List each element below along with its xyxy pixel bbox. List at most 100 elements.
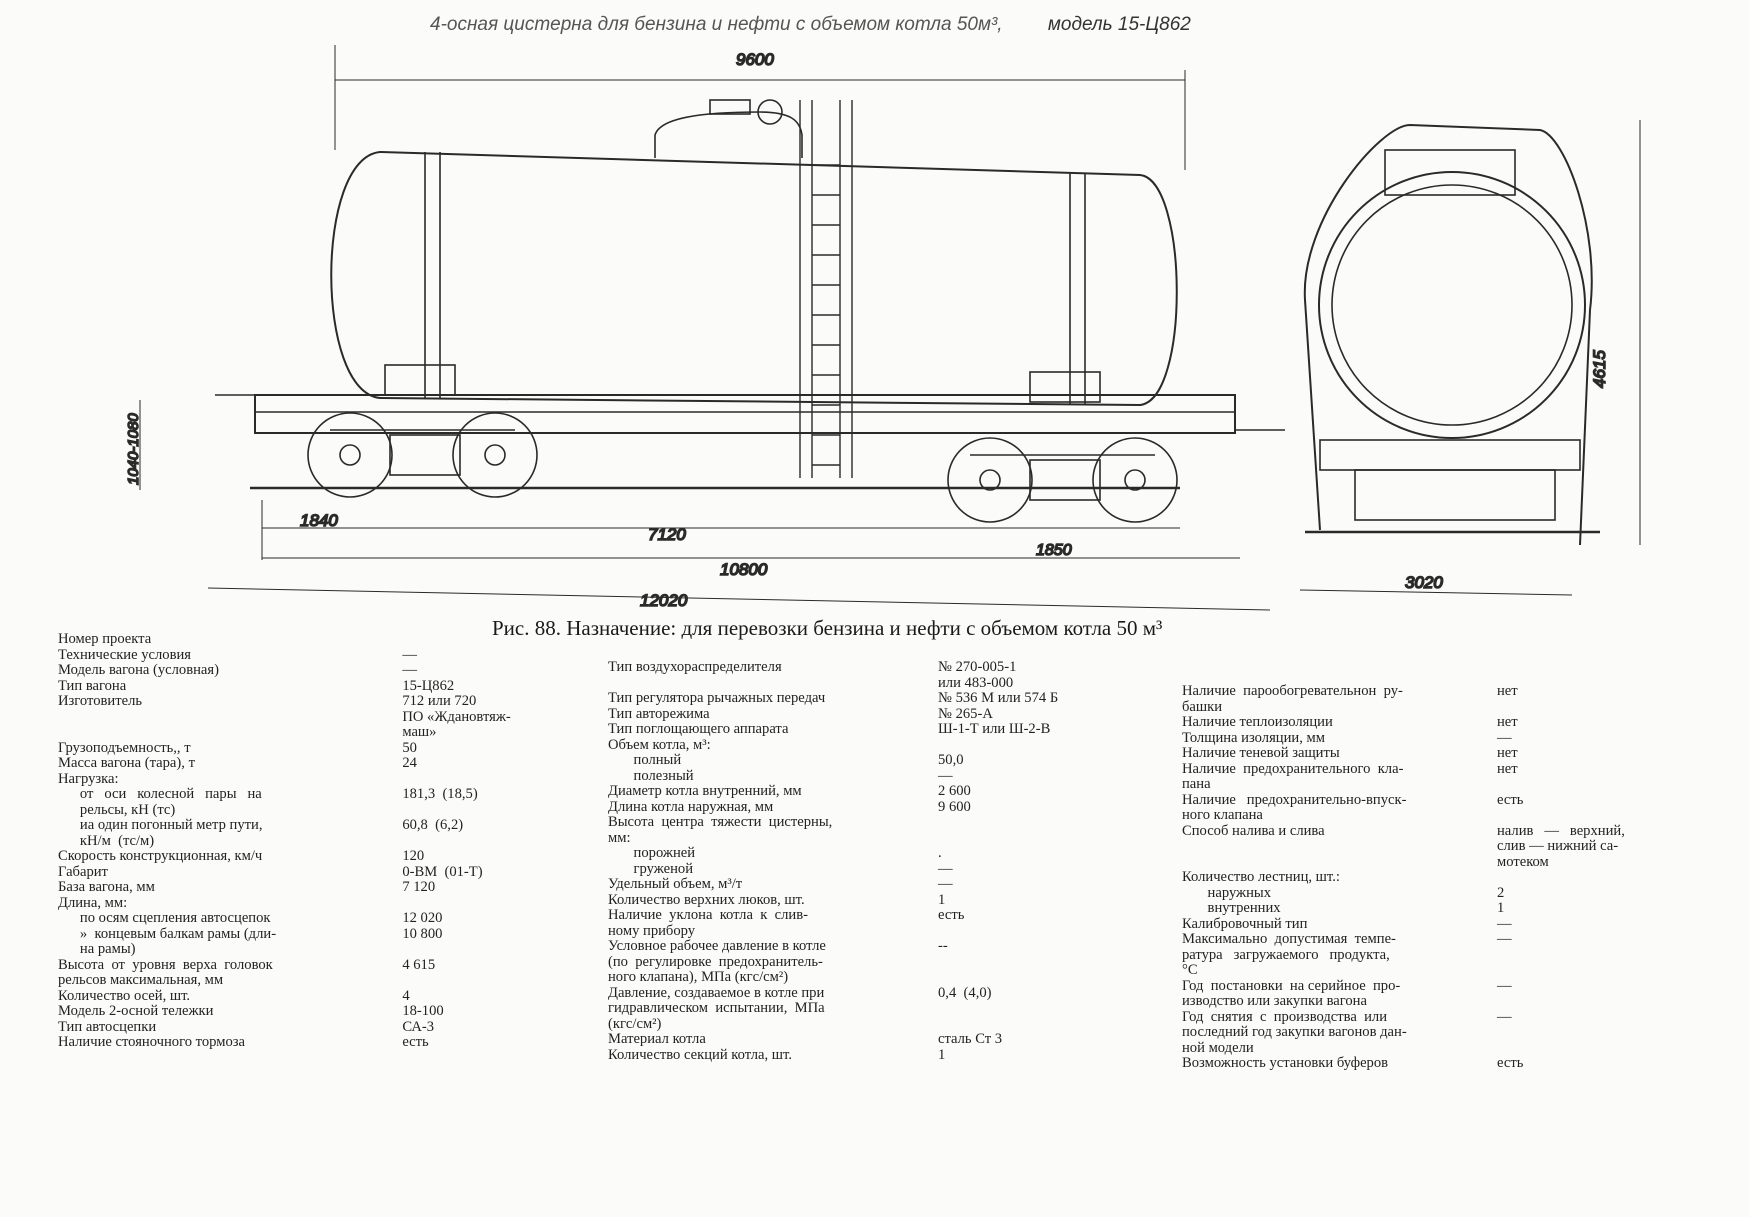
spec-row: Способ налива и слива налив — верхний, сл… <box>1182 822 1702 871</box>
dim-10800: 10800 <box>720 560 768 579</box>
dim-4615: 4615 <box>1590 350 1609 388</box>
spec-label: База вагона, мм <box>58 879 155 895</box>
spec-value: — <box>938 876 953 892</box>
spec-value: — <box>1497 915 1512 932</box>
spec-value: сталь Ст 3 <box>938 1031 1003 1047</box>
spec-label: Наличие теплоизоляции <box>1182 714 1333 730</box>
spec-row: Удельный объем, м³/т — <box>608 876 1168 893</box>
dim-7120: 7120 <box>648 525 686 544</box>
spec-row: Высота центра тяжести цистерны, мм: <box>608 814 1168 846</box>
spec-row: Объем котла, м³: <box>608 737 1168 754</box>
spec-row: Максимально допустимая темпе- ратура заг… <box>1182 931 1702 979</box>
spec-label: Количество осей, шт. <box>58 987 191 1004</box>
spec-value: 12 020 <box>402 910 443 926</box>
spec-row: Год снятия с производства или последний … <box>1182 1009 1702 1057</box>
spec-label: Количество лестниц, шт.: <box>1182 869 1340 885</box>
spec-label: Диаметр котла внутренний, мм <box>608 783 802 799</box>
spec-row: Калибровочный тип— <box>1182 915 1702 933</box>
spec-label: Материал котла <box>608 1031 706 1047</box>
spec-label: Габарит <box>58 863 108 880</box>
spec-row: Условное рабочее давление в котле (по ре… <box>608 938 1168 986</box>
spec-value: № 270-005-1 или 483-000 <box>938 659 1017 691</box>
spec-label: Тип авторежима <box>608 705 710 722</box>
spec-label: Тип регулятора рычажных передач <box>608 690 826 706</box>
spec-value: — <box>1497 977 1512 994</box>
spec-value: налив — верхний, слив — нижний са- мотек… <box>1497 822 1625 870</box>
spec-label: Давление, создаваемое в котле при гидрав… <box>608 984 825 1032</box>
spec-row: Технические условия— <box>58 646 578 664</box>
spec-value: нет <box>1497 683 1518 699</box>
spec-row: Материал котла сталь Ст 3 <box>608 1031 1168 1048</box>
spec-label: Максимально допустимая темпе- ратура заг… <box>1182 931 1396 978</box>
spec-row: Наличие предохранительно-впуск- ного кла… <box>1182 791 1702 824</box>
spec-label: Нагрузка: <box>58 770 119 787</box>
spec-row: Тип авторежима № 265-А <box>608 705 1168 723</box>
spec-label: Условное рабочее давление в котле (по ре… <box>608 938 826 985</box>
spec-label: порожней <box>608 845 696 861</box>
spec-value: — <box>1497 729 1512 746</box>
header-title: 4-осная цистерна для бензина и нефти с о… <box>430 14 1003 35</box>
spec-row: » концевым балкам рамы (дли- на рамы)10 … <box>58 926 578 958</box>
spec-row: Высота от уровня верха головок рельсов м… <box>58 957 578 989</box>
spec-row: Количество секций котла, шт.1 <box>608 1047 1168 1064</box>
spec-value: 4 <box>402 987 410 1004</box>
spec-label: Способ налива и слива <box>1182 822 1325 839</box>
spec-row: от оси колесной пары на рельсы, кН (тс) 1… <box>58 786 578 818</box>
spec-label: внутренних <box>1182 900 1281 916</box>
spec-label: Наличие теневой защиты <box>1182 745 1340 761</box>
spec-value: 18-100 <box>402 1003 444 1019</box>
spec-label: от оси колесной пары на рельсы, кН (тс) <box>79 786 262 818</box>
spec-value: — <box>1497 931 1512 947</box>
spec-label: Наличие уклона котла к слив- ному прибор… <box>608 907 808 939</box>
spec-label: Высота центра тяжести цистерны, мм: <box>608 814 833 846</box>
spec-value: № 536 М или 574 Б <box>938 690 1059 706</box>
spec-value: — <box>938 767 953 784</box>
spec-value: нет <box>1497 745 1518 761</box>
spec-value: 60,8 (6,2) <box>402 817 464 833</box>
spec-label: Длина котла наружная, мм <box>608 798 774 815</box>
spec-value: 181,3 (18,5) <box>402 786 478 802</box>
spec-label: Технические условия <box>58 646 192 663</box>
spec-row: Модель вагона (условная)— <box>58 662 578 679</box>
spec-label: Тип автосцепки <box>58 1018 157 1035</box>
spec-label: Удельный объем, м³/т <box>608 876 743 892</box>
spec-label: Тип поглощающего аппарата <box>608 721 789 737</box>
spec-row: Тип регулятора рычажных передач № 536 М и… <box>608 690 1168 707</box>
spec-value: № 265-А <box>938 705 993 722</box>
spec-value <box>928 738 1138 754</box>
spec-value: СА-3 <box>402 1018 435 1035</box>
dimension-lines <box>139 45 1641 611</box>
spec-value: 120 <box>402 848 425 864</box>
spec-label: Наличие предохранительно-впуск- ного кла… <box>1182 791 1407 823</box>
spec-value: Ш-1-Т или Ш-2-В <box>938 721 1051 737</box>
spec-value: нет <box>1497 760 1518 777</box>
spec-row: Год постановки на серийное про- изводств… <box>1182 977 1702 1010</box>
spec-value: 15-Ц862 <box>402 677 455 694</box>
header-model: модель 15-Ц862 <box>1047 14 1191 35</box>
spec-value: 0,4 (4,0) <box>938 984 992 1001</box>
spec-label: Изготовитель <box>58 693 143 709</box>
spec-value: есть <box>402 1034 429 1050</box>
spec-value: 24 <box>402 755 417 771</box>
spec-row: полезный — <box>608 767 1168 785</box>
spec-label: полезный <box>608 767 694 784</box>
spec-value: есть <box>938 907 965 923</box>
spec-label: груженой <box>608 860 694 877</box>
